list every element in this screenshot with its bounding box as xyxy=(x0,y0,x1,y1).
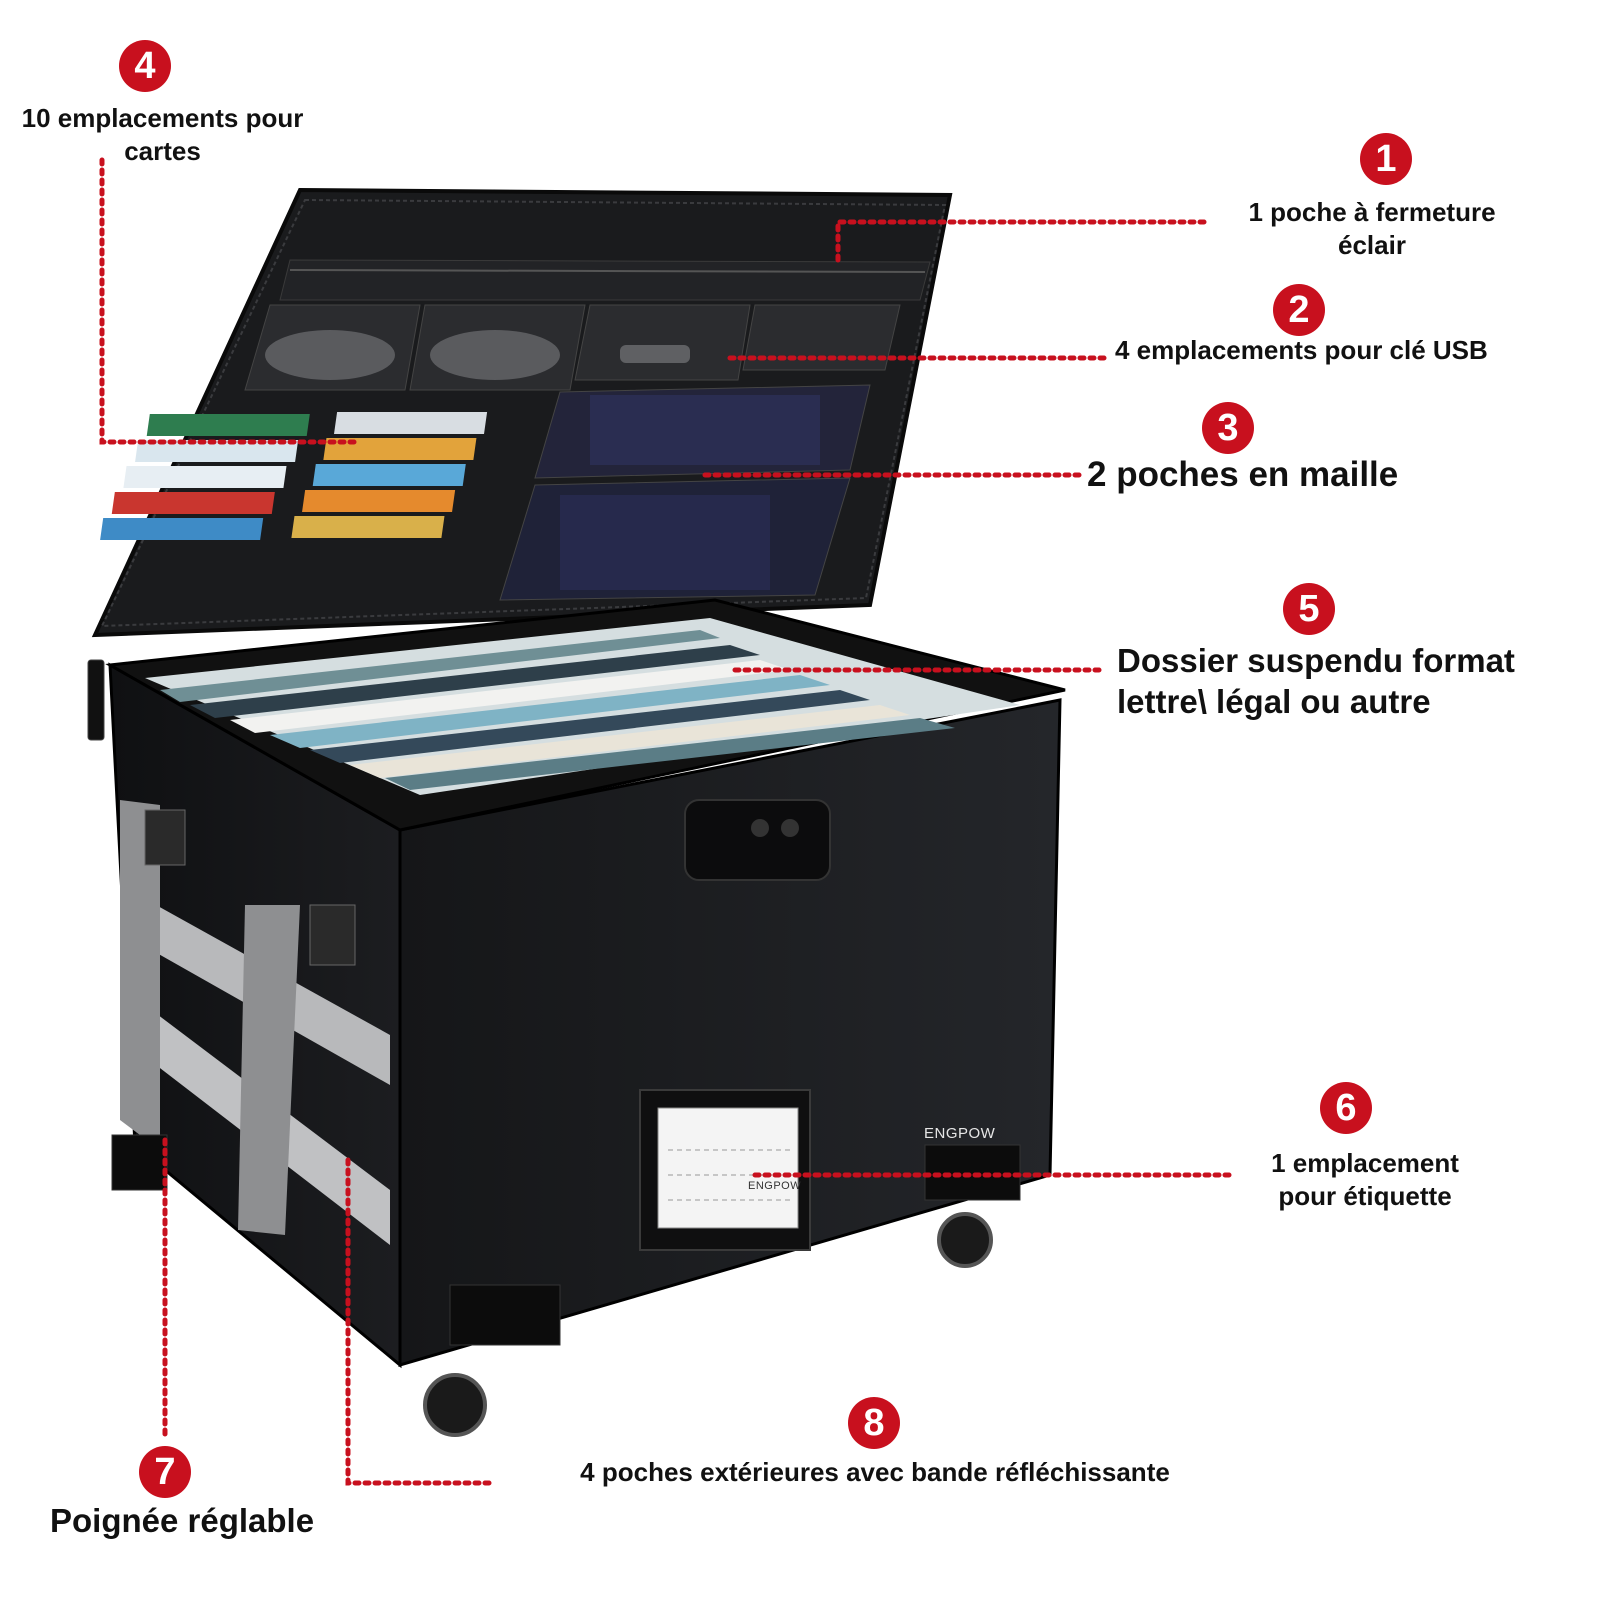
callout-label-slot: 1 emplacement pour étiquette xyxy=(1271,1148,1459,1211)
badge-2: 2 xyxy=(1273,284,1325,336)
callout-usb-slots: 4 emplacements pour clé USB xyxy=(1115,335,1488,365)
badge-4: 4 xyxy=(119,40,171,92)
badge-1: 1 xyxy=(1360,133,1412,185)
tag-brand-logo: ENGPOW xyxy=(748,1180,802,1192)
label-holder xyxy=(639,1089,811,1251)
badge-5: 5 xyxy=(1283,583,1335,635)
callout-mesh-pockets: 2 poches en maille xyxy=(1087,455,1399,494)
hanging-files xyxy=(145,618,1020,795)
callout-hanging-folder: Dossier suspendu format lettre\ légal ou… xyxy=(1117,642,1515,721)
leader-lines xyxy=(99,157,1235,1486)
mesh-pockets xyxy=(499,384,871,601)
badge-6: 6 xyxy=(1320,1082,1372,1134)
usb-slots xyxy=(244,304,901,391)
callout-adjustable-handle: Poignée réglable xyxy=(50,1502,315,1539)
callout-card-slots: 10 emplacements pour cartes xyxy=(21,103,304,166)
card-slots xyxy=(100,412,488,540)
badge-7: 7 xyxy=(139,1446,191,1498)
box-body xyxy=(105,598,1066,1369)
zipper-pull xyxy=(87,659,105,741)
adjustable-handle xyxy=(120,800,356,1235)
lid xyxy=(91,187,953,638)
callout-exterior-pockets: 4 poches extérieures avec bande réfléchi… xyxy=(580,1457,1170,1487)
badge-3: 3 xyxy=(1202,402,1254,454)
combination-lock xyxy=(684,799,831,881)
zipper-pocket xyxy=(279,259,931,301)
badge-8: 8 xyxy=(848,1397,900,1449)
caster-wheels xyxy=(111,1134,1021,1437)
callout-zipper-pocket: 1 poche à fermeture éclair xyxy=(1248,197,1496,260)
brand-logo: ENGPOW xyxy=(924,1125,996,1142)
